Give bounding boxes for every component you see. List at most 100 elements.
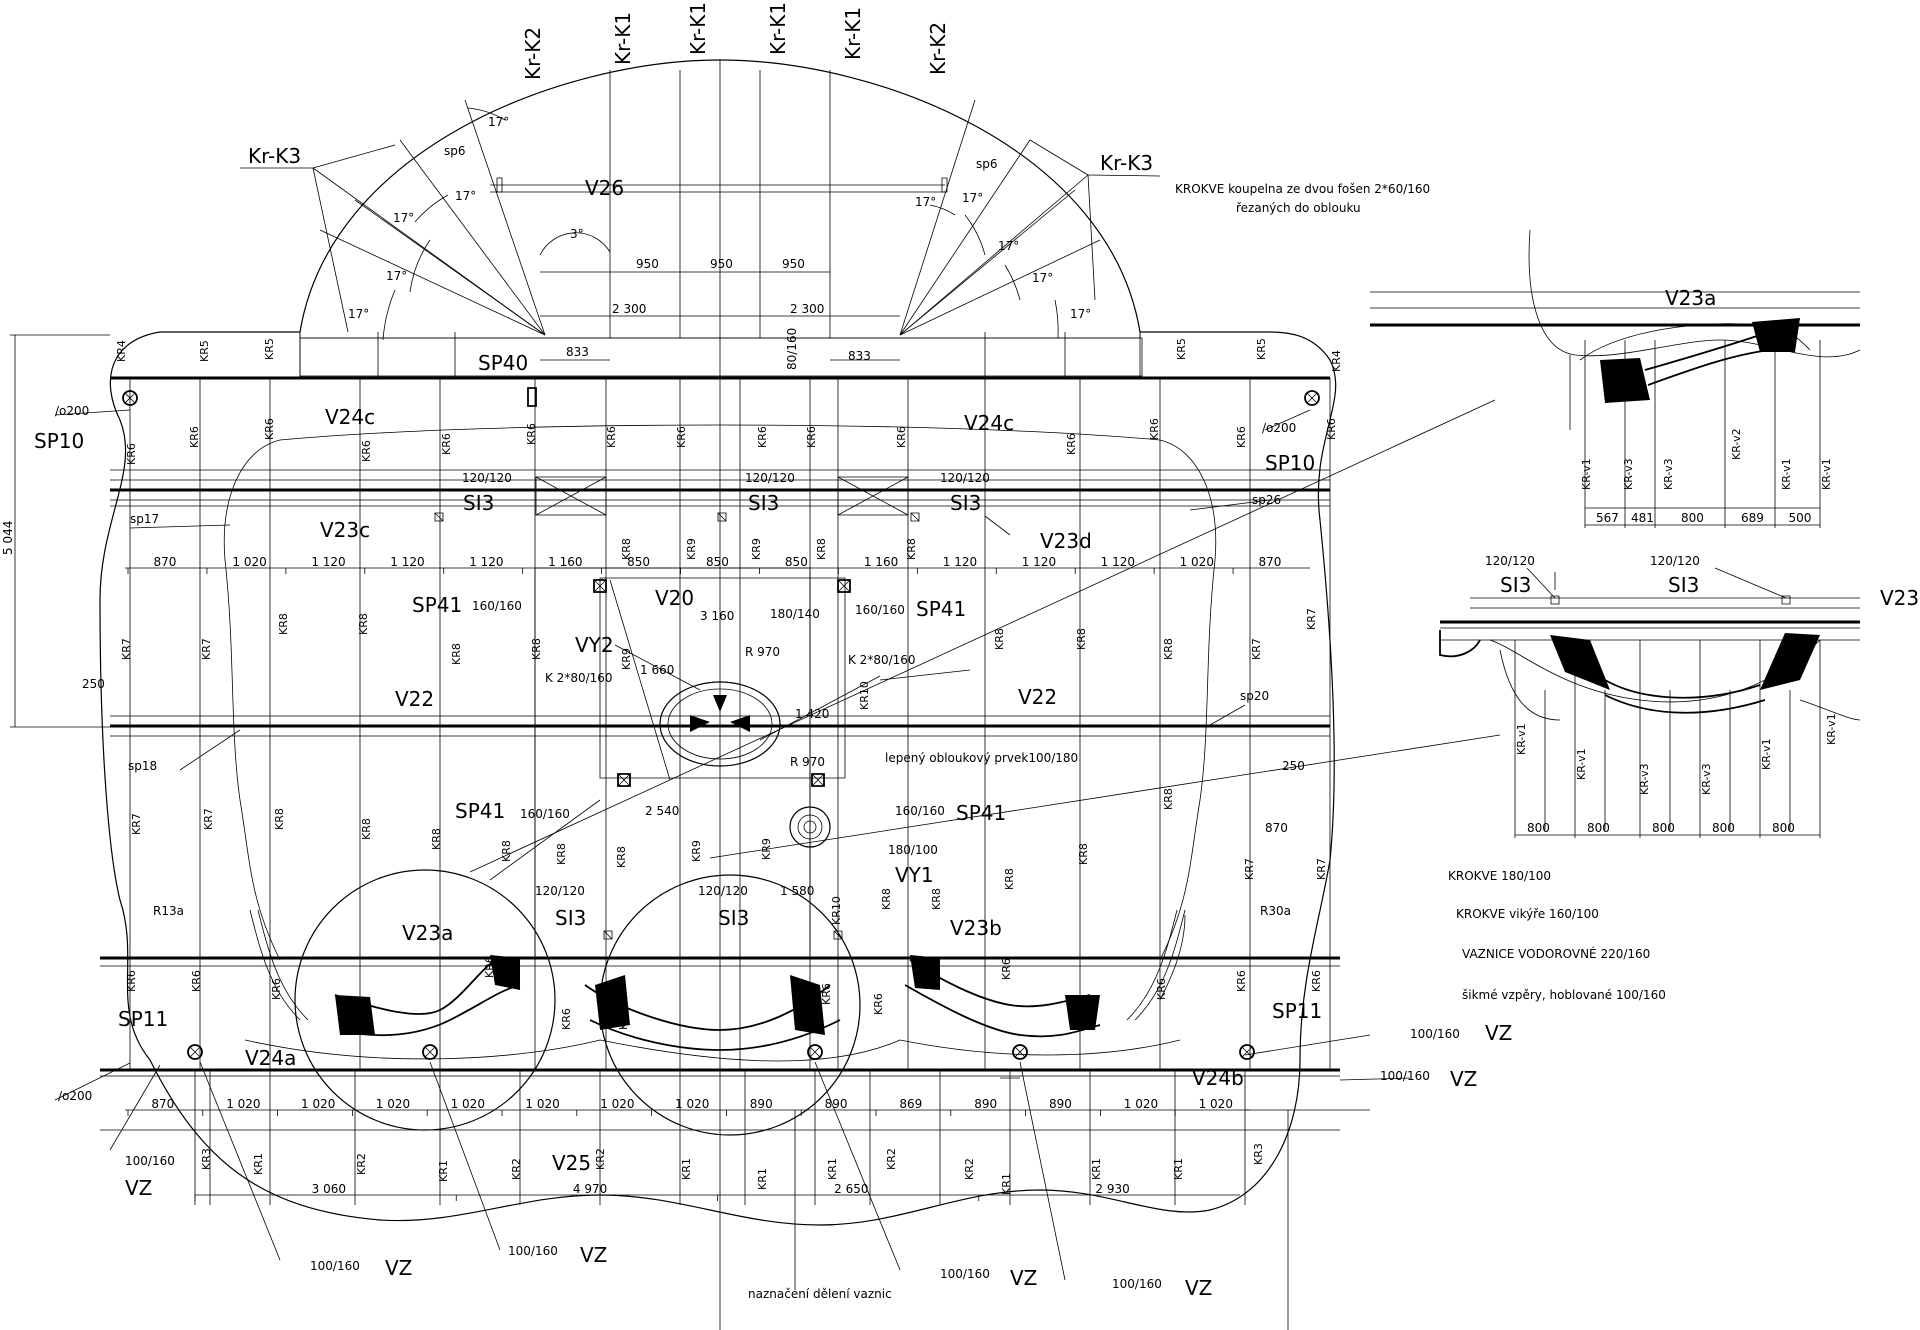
dim-2300-left: 2 300 <box>612 302 646 316</box>
detail-b-120-right: 120/120 <box>1650 554 1700 568</box>
dim-upper-14: 870 <box>1259 555 1282 569</box>
label-kr-k1-a: Kr-K1 <box>611 12 635 65</box>
detail-b-dim-1: 800 <box>1587 821 1610 835</box>
rafter-label-26: KR7 <box>120 638 133 660</box>
rafter-label-39: KR7 <box>130 813 143 835</box>
label-o200-left: /o200 <box>55 404 89 418</box>
label-1580: 1 580 <box>780 884 814 898</box>
label-k2-right: K 2*80/160 <box>848 653 916 667</box>
dim-upper-12: 1 120 <box>1101 555 1135 569</box>
rafter-label-25: KR8 <box>905 538 918 560</box>
angle-17-i: 17° <box>1032 271 1053 285</box>
rafter-label-85: KR1 <box>1172 1158 1185 1180</box>
label-kr-k2-left: Kr-K2 <box>521 27 545 80</box>
label-kr-k2-right: Kr-K2 <box>926 22 950 75</box>
label-vz-b: VZ <box>1450 1067 1477 1091</box>
label-v24c-left: V24c <box>325 405 375 429</box>
label-k2-left: K 2*80/160 <box>545 671 613 685</box>
rafter-label-3: KR5 <box>1175 338 1188 360</box>
dim-upper-10: 1 120 <box>943 555 977 569</box>
detail-b-120-left: 120/120 <box>1485 554 1535 568</box>
rafter-label-73: KR1 <box>252 1153 265 1175</box>
dim-upper-5: 1 160 <box>548 555 582 569</box>
rafter-label-76: KR2 <box>510 1158 523 1180</box>
detail-b-dim-2: 800 <box>1652 821 1675 835</box>
dim-total-0: 3 060 <box>312 1182 346 1196</box>
detail-b-dim-4: 800 <box>1772 821 1795 835</box>
dim-833-right: 833 <box>848 349 871 363</box>
label-kr-k1-d: Kr-K1 <box>841 7 865 60</box>
label-sp17: sp17 <box>130 512 159 526</box>
label-si3-e: SI3 <box>718 906 749 930</box>
note-krokve-vikyre: KROKVE vikýře 160/100 <box>1456 907 1599 921</box>
leader-lines <box>55 400 1500 1280</box>
label-sp41-d: SP41 <box>956 801 1006 825</box>
dim-lower-10: 869 <box>899 1097 922 1111</box>
angle-17-c: 17° <box>393 211 414 225</box>
rafter-label-50: KR8 <box>880 888 893 910</box>
rafter-label-8: KR6 <box>263 418 276 440</box>
label-2540: 2 540 <box>645 804 679 818</box>
label-100-160-g: 100/160 <box>1112 1277 1162 1291</box>
rafter-label-58: KR6 <box>190 970 203 992</box>
rafter-label-5: KR4 <box>1330 350 1343 372</box>
angle-17-h: 17° <box>998 239 1019 253</box>
note-krokve-koupelna-1: KROKVE koupelna ze dvou fošen 2*60/160 <box>1175 182 1430 196</box>
rafter-label-6: KR6 <box>125 443 138 465</box>
label-1420: 1 420 <box>795 707 829 721</box>
dim-950-c: 950 <box>782 257 805 271</box>
label-r30a: R30a <box>1260 904 1291 918</box>
detail-v23b: 120/120 120/120 SI3 SI3 V23b <box>1440 554 1920 835</box>
rafter-label-23: KR9 <box>750 538 763 560</box>
detail-b-rafter-2: KR-v3 <box>1638 763 1651 795</box>
label-r13a: R13a <box>153 904 184 918</box>
rafter-label-51: KR8 <box>930 888 943 910</box>
angle-3: 3° <box>570 227 584 241</box>
rafter-label-13: KR6 <box>675 426 688 448</box>
rafter-label-16: KR6 <box>895 426 908 448</box>
rafter-label-14: KR6 <box>756 426 769 448</box>
rafter-label-42: KR8 <box>360 818 373 840</box>
rafter-label-69: KR6 <box>1155 978 1168 1000</box>
detail-b-si3-left: SI3 <box>1500 573 1531 597</box>
label-vz-g: VZ <box>1185 1276 1212 1300</box>
detail-b-rafter-0: KR-v1 <box>1515 723 1528 755</box>
rafter-label-27: KR7 <box>200 638 213 660</box>
dim-upper-3: 1 120 <box>390 555 424 569</box>
rafter-label-9: KR6 <box>360 440 373 462</box>
rafter-label-32: KR9 <box>620 648 633 670</box>
label-si3-a: SI3 <box>463 491 494 515</box>
rafter-label-12: KR6 <box>605 426 618 448</box>
label-vz-e: VZ <box>580 1243 607 1267</box>
label-120-b: 120/120 <box>745 471 795 485</box>
label-v23b: V23b <box>950 916 1002 940</box>
rafter-label-63: KR6 <box>617 1008 630 1030</box>
label-naznaceni: naznačení dělení vaznic <box>748 1287 892 1301</box>
rafter-label-77: KR2 <box>594 1148 607 1170</box>
rafter-label-61: KR6 <box>483 956 496 978</box>
label-vy1: VY1 <box>895 863 934 887</box>
angle-17-e: 17° <box>348 307 369 321</box>
dim-950-a: 950 <box>636 257 659 271</box>
dim-lower-11: 890 <box>974 1097 997 1111</box>
rafter-label-75: KR1 <box>437 1160 450 1182</box>
rafter-label-34: KR8 <box>993 628 1006 650</box>
rafter-label-17: KR6 <box>1065 433 1078 455</box>
detail-a-dim-3: 689 <box>1741 511 1764 525</box>
rafter-label-56: KR7 <box>1315 858 1328 880</box>
detail-a-rafter-5: KR-v1 <box>1820 458 1833 490</box>
dim-upper-13: 1 020 <box>1180 555 1214 569</box>
rafter-label-84: KR1 <box>1090 1158 1103 1180</box>
note-vzpery: šikmé vzpěry, hoblované 100/160 <box>1462 988 1666 1002</box>
label-sp40: SP40 <box>478 351 528 375</box>
rafter-label-7: KR6 <box>188 426 201 448</box>
rafter-label-1: KR5 <box>198 340 211 362</box>
rafter-label-62: KR6 <box>560 1008 573 1030</box>
detail-a-rafter-1: KR-v3 <box>1622 458 1635 490</box>
label-sp18: sp18 <box>128 759 157 773</box>
dim-lower-13: 1 020 <box>1124 1097 1158 1111</box>
